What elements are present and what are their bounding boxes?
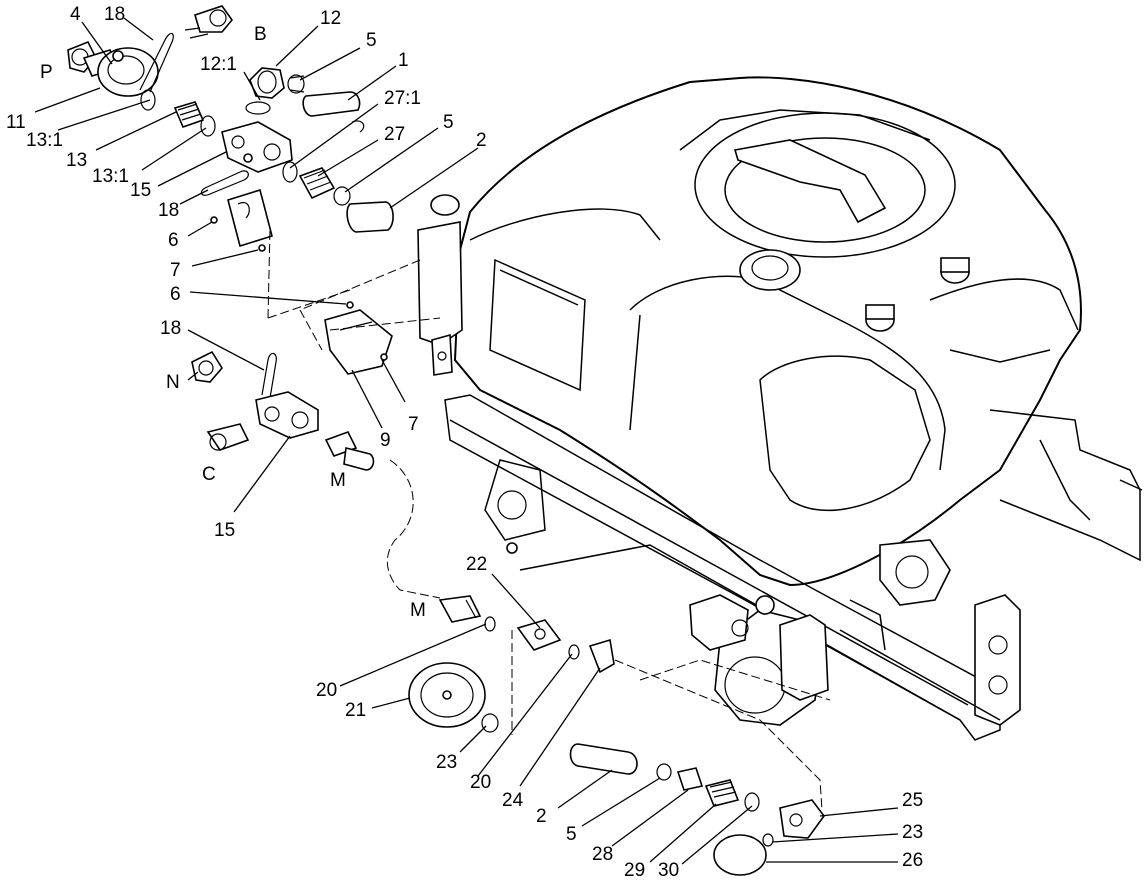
callout-25: 25 xyxy=(902,790,923,811)
callout-15b: 15 xyxy=(214,520,235,541)
callout-18: 18 xyxy=(104,4,125,25)
callout-27-1: 27:1 xyxy=(384,88,421,109)
callout-21: 21 xyxy=(345,700,366,721)
callout-9: 9 xyxy=(380,430,391,451)
callout-30: 30 xyxy=(658,860,679,881)
callout-5c: 5 xyxy=(566,824,577,845)
dashed-guide-lines xyxy=(267,227,831,811)
upper-valve-assembly xyxy=(67,5,394,252)
callout-7: 7 xyxy=(170,260,181,281)
middle-valve-assembly xyxy=(191,301,393,471)
callout-12: 12 xyxy=(320,8,341,29)
leader-lines xyxy=(34,17,899,865)
callout-11: 11 xyxy=(6,112,26,133)
callout-27: 27 xyxy=(384,124,405,145)
callout-4: 4 xyxy=(70,4,81,25)
callout-2: 2 xyxy=(476,130,487,151)
callout-b: B xyxy=(254,24,267,45)
callout-5: 5 xyxy=(366,30,377,51)
callout-23b: 23 xyxy=(902,822,923,843)
callout-18c: 18 xyxy=(160,318,181,339)
callout-24: 24 xyxy=(502,790,524,811)
callout-2b: 2 xyxy=(536,806,547,827)
callout-7b: 7 xyxy=(408,414,419,435)
callout-23: 23 xyxy=(436,752,457,773)
callout-29: 29 xyxy=(624,860,645,881)
callout-26: 26 xyxy=(902,850,923,871)
callout-m: M xyxy=(330,470,346,491)
callout-m2: M xyxy=(410,600,426,621)
callout-1: 1 xyxy=(398,50,409,71)
callout-13-1: 13:1 xyxy=(26,130,63,151)
callout-13: 13 xyxy=(66,150,87,171)
callout-labels: 4 18 B 12 5 P 12:1 1 27:1 11 13:1 13 5 2… xyxy=(6,4,923,881)
lower-plumbing-assembly xyxy=(408,595,825,876)
callout-20b: 20 xyxy=(470,772,491,793)
callout-13-1b: 13:1 xyxy=(92,166,129,187)
callout-18b: 18 xyxy=(158,200,179,221)
callout-12-1: 12:1 xyxy=(200,54,237,75)
callout-c: C xyxy=(202,464,216,485)
callout-28: 28 xyxy=(592,844,613,865)
callout-20: 20 xyxy=(316,680,337,701)
spray-tank-assembly xyxy=(417,76,1143,741)
callout-5b: 5 xyxy=(443,112,454,133)
callout-15: 15 xyxy=(130,180,151,201)
callout-p: P xyxy=(40,62,53,83)
callout-22: 22 xyxy=(466,554,487,575)
callout-6: 6 xyxy=(168,230,179,251)
callout-n: N xyxy=(166,372,180,393)
callout-6b: 6 xyxy=(170,284,181,305)
